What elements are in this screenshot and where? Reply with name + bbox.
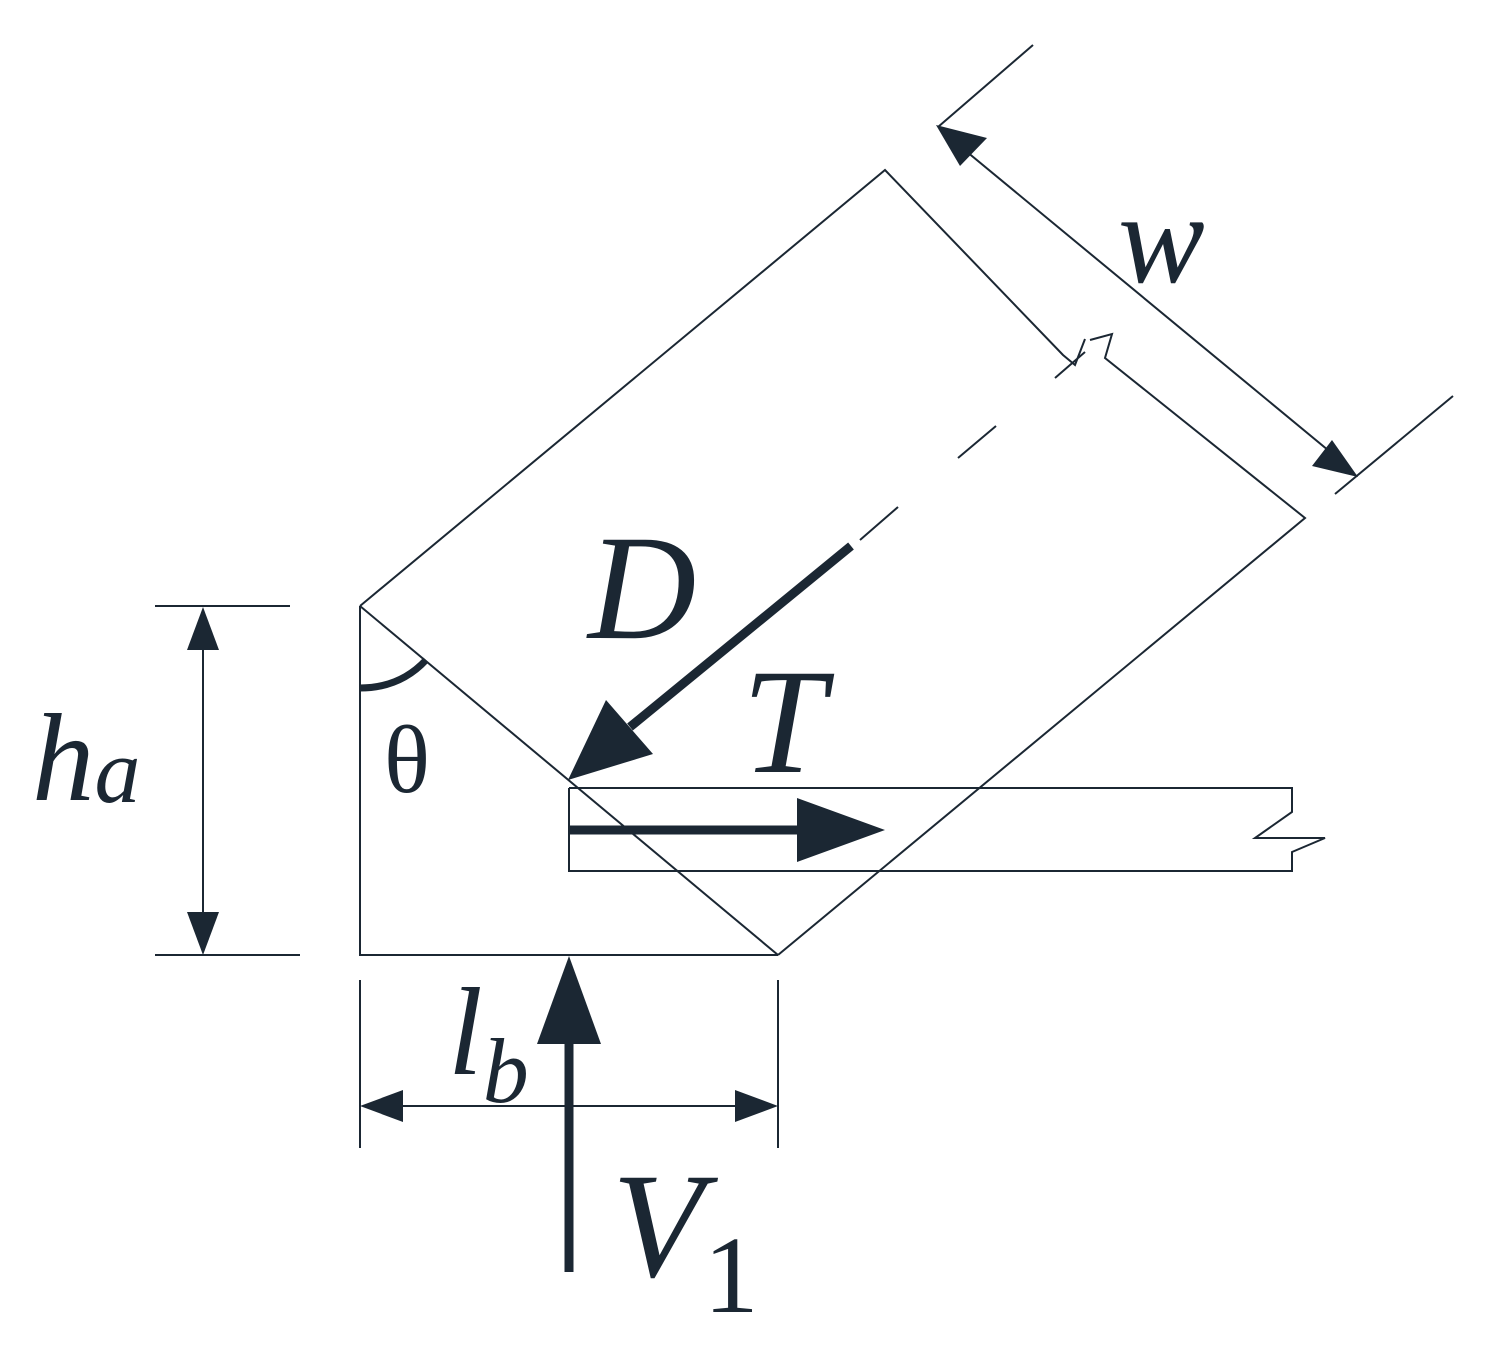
angle-arc [359, 657, 429, 692]
length-dimension [359, 980, 779, 1148]
reaction-arrow [537, 956, 601, 1272]
label-width-w: w [1118, 167, 1205, 311]
label-compression-d: D [586, 505, 696, 671]
label-length-lb: lb [448, 964, 529, 1122]
strut-outline-lower [777, 332, 1307, 956]
label-tension-t: T [742, 639, 835, 805]
tie-bar-outline [568, 787, 1326, 872]
tension-arrow [569, 798, 885, 862]
strut-end-face [359, 605, 779, 956]
width-dimension [936, 44, 1454, 495]
compression-arrow [568, 542, 854, 780]
strut-outline-upper [359, 168, 1086, 607]
label-angle-theta: θ [384, 706, 430, 813]
label-height-ha: ha [32, 690, 141, 828]
height-dimension [155, 605, 300, 956]
inclined-strut [359, 168, 1307, 956]
label-reaction-v1: V1 [612, 1143, 759, 1336]
node-outline [359, 606, 778, 956]
strut-centerline [859, 351, 1086, 541]
